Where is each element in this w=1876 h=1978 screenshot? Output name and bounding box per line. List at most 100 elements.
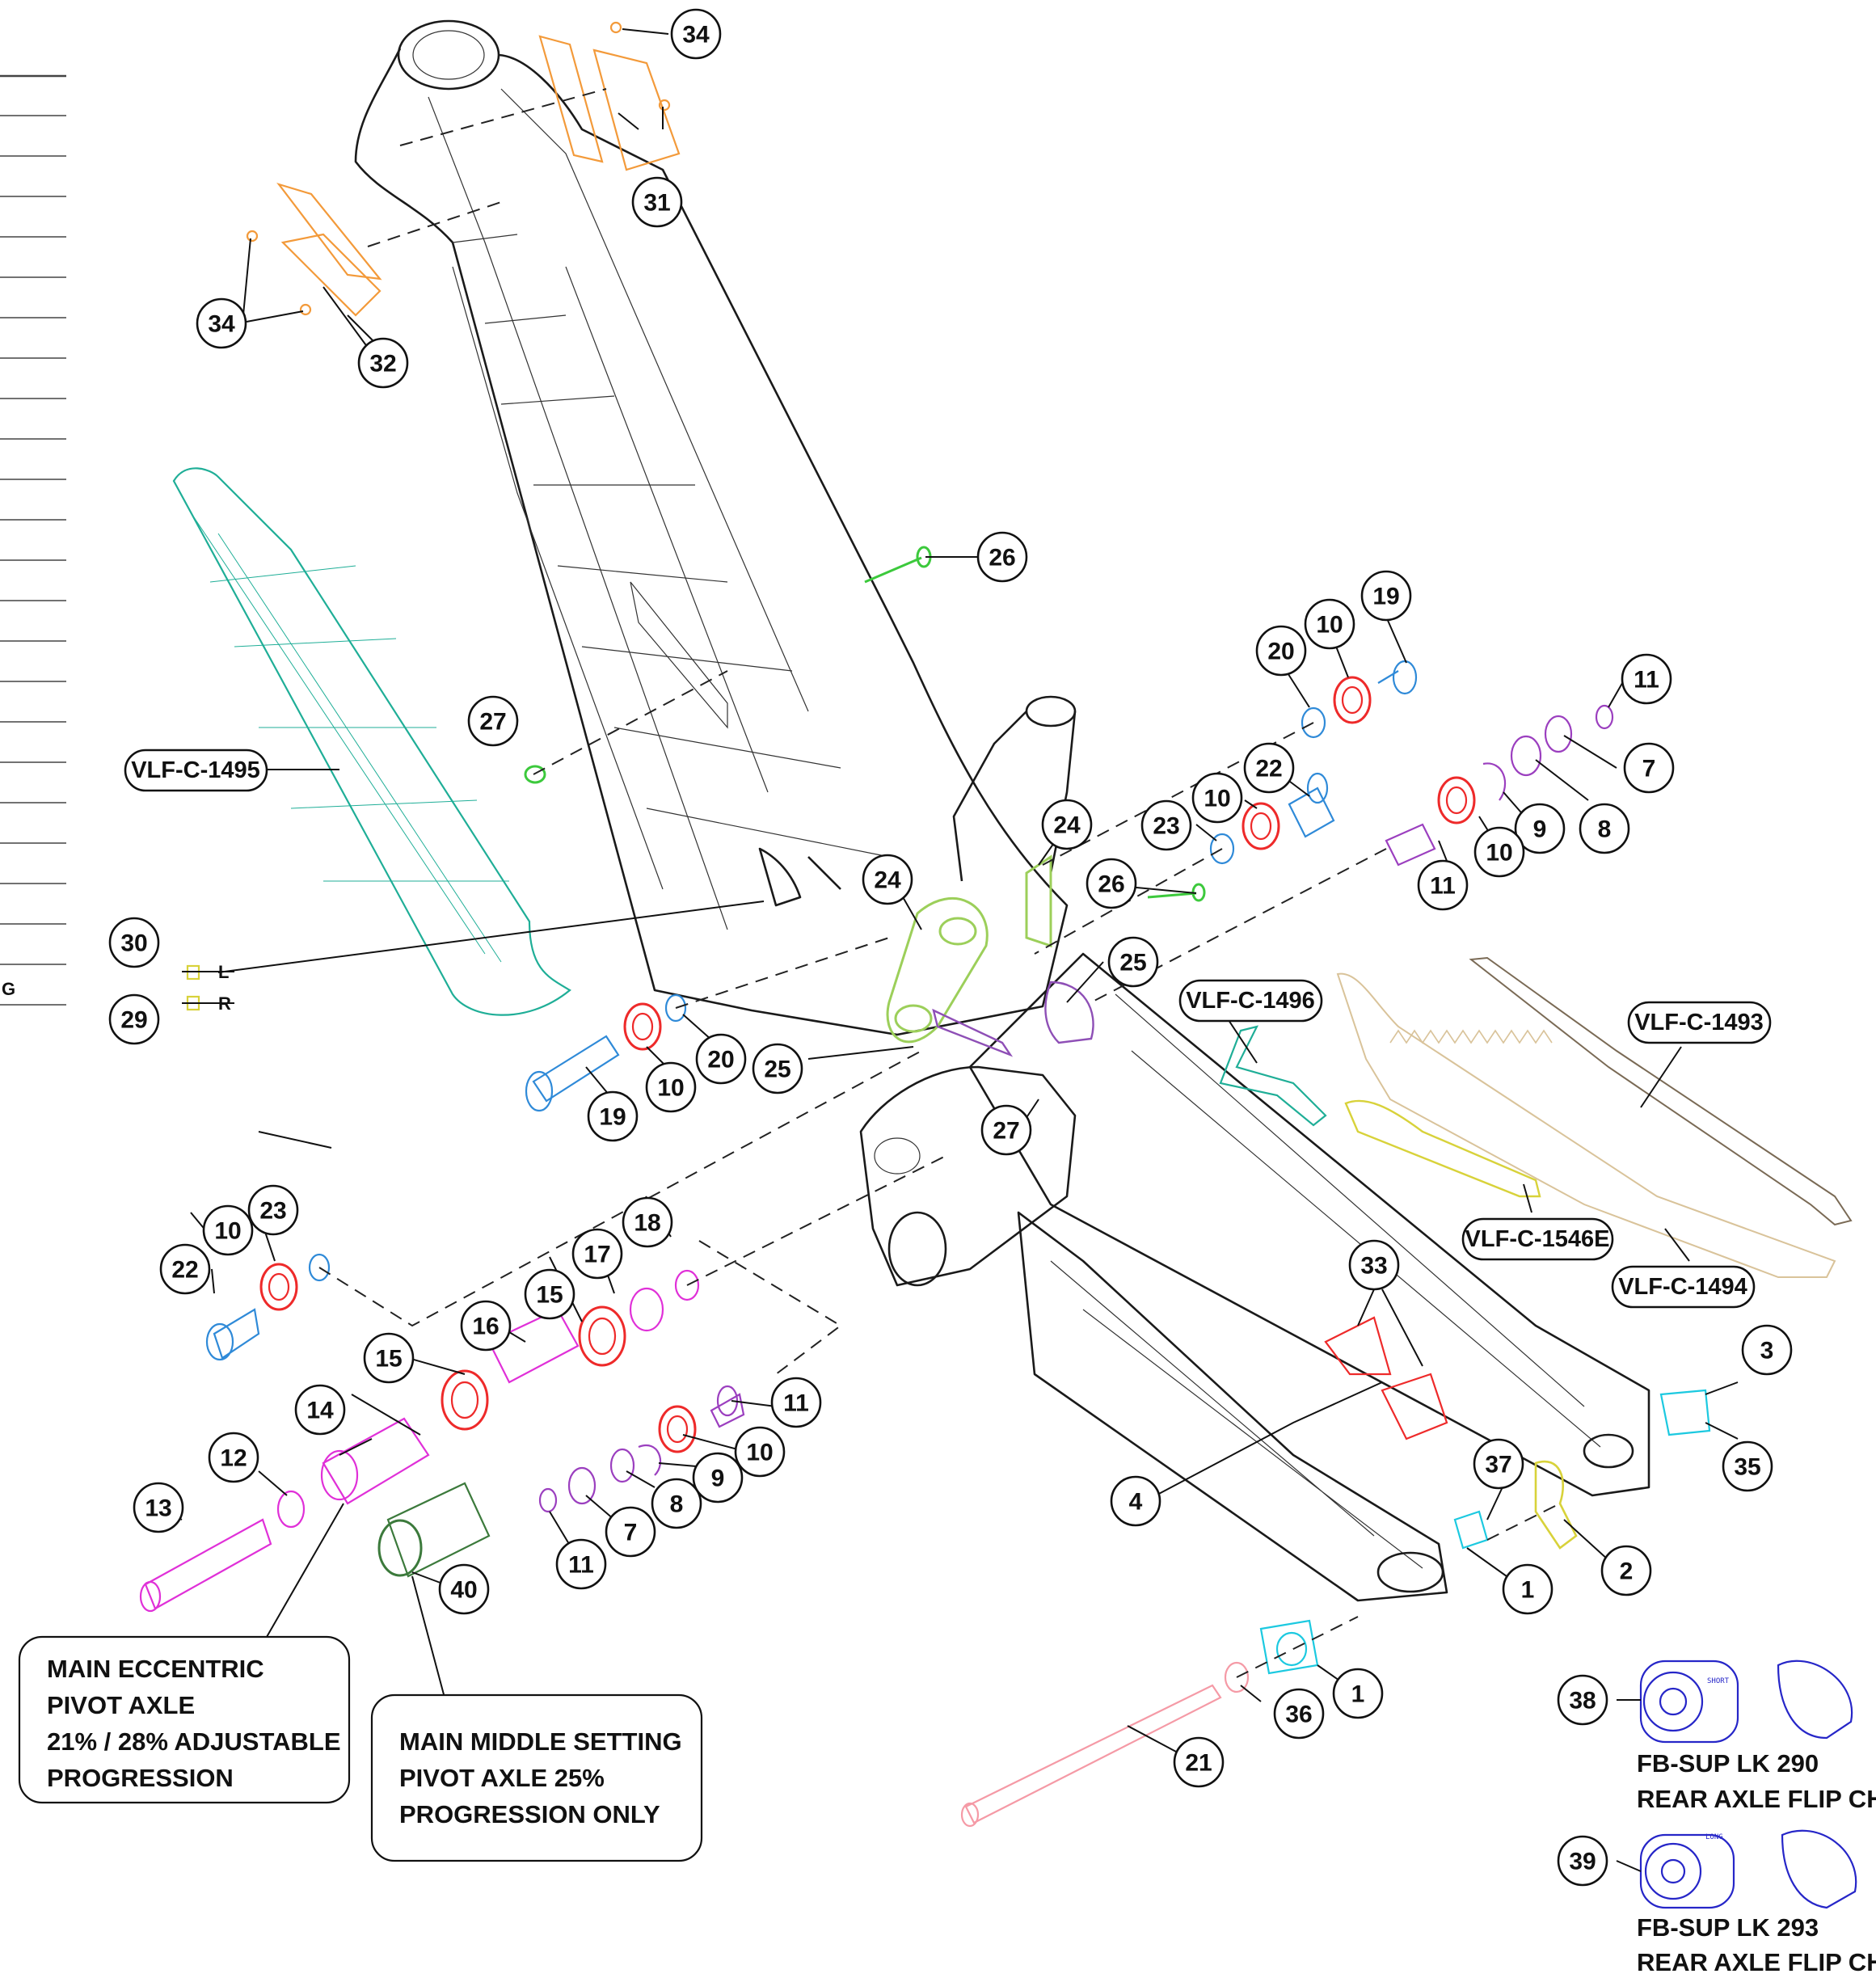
callout-37: 37 bbox=[1473, 1438, 1524, 1490]
callout-number: 8 bbox=[670, 1491, 684, 1518]
callout-number: 10 bbox=[1486, 840, 1512, 867]
callout-number: 27 bbox=[479, 709, 506, 736]
flip-chip-nds-code: FB-SUP LK 290 bbox=[1637, 1749, 1819, 1778]
callout-number: 25 bbox=[764, 1056, 790, 1083]
callout-number: 19 bbox=[1372, 584, 1399, 610]
callout-10: 10 bbox=[1304, 598, 1355, 650]
callout-number: 24 bbox=[874, 867, 901, 894]
callout-8: 8 bbox=[651, 1478, 702, 1529]
callout-26: 26 bbox=[976, 531, 1028, 583]
callout-11: 11 bbox=[1417, 859, 1469, 911]
callout-number: 18 bbox=[634, 1210, 660, 1237]
dropout-33 bbox=[1324, 1316, 1448, 1440]
callout-number: 10 bbox=[1204, 786, 1230, 812]
callout-15: 15 bbox=[363, 1332, 415, 1384]
flip-chip-long-mark: LONG bbox=[1705, 1833, 1723, 1841]
dropout-hardware-cyan bbox=[1259, 1389, 1711, 1675]
callout-number: 39 bbox=[1569, 1849, 1596, 1875]
label-vlf-1493: VLF-C-1493 bbox=[1634, 1010, 1764, 1035]
callout-25: 25 bbox=[752, 1043, 803, 1094]
callout-24: 24 bbox=[862, 854, 913, 905]
callout-number: 9 bbox=[1533, 816, 1547, 843]
downtube-guard bbox=[172, 467, 571, 1016]
callout-24: 24 bbox=[1041, 799, 1093, 850]
callout-number: 34 bbox=[682, 22, 710, 49]
callout-17: 17 bbox=[571, 1228, 623, 1280]
callout-38: 38 bbox=[1557, 1674, 1608, 1726]
callout-26: 26 bbox=[1086, 858, 1137, 909]
label-vlf-1546e: VLF-C-1546E bbox=[1465, 1226, 1610, 1252]
callout-number: 20 bbox=[1267, 639, 1294, 665]
callout-10: 10 bbox=[202, 1204, 254, 1256]
callout-11: 11 bbox=[1621, 653, 1672, 705]
callout-number: 23 bbox=[259, 1198, 286, 1225]
callout-10: 10 bbox=[1191, 772, 1243, 824]
callout-number: 25 bbox=[1119, 950, 1146, 976]
callout-number: 10 bbox=[214, 1218, 241, 1245]
label-vlf-1494: VLF-C-1494 bbox=[1618, 1274, 1747, 1300]
callout-number: 1 bbox=[1521, 1577, 1535, 1604]
flip-chip-ds-name: REAR AXLE FLIP CHIP DS bbox=[1637, 1948, 1876, 1976]
callout-22: 22 bbox=[1243, 742, 1295, 794]
cable-plate-32 bbox=[246, 182, 382, 317]
note-middle: MAIN MIDDLE SETTING PIVOT AXLE 25% PROGR… bbox=[370, 1693, 703, 1862]
link-25 bbox=[932, 981, 1094, 1057]
callout-number: 22 bbox=[171, 1257, 198, 1284]
callout-number: 1 bbox=[1351, 1681, 1365, 1708]
callout-21: 21 bbox=[1173, 1736, 1225, 1788]
callout-number: 35 bbox=[1734, 1454, 1760, 1481]
callout-39: 39 bbox=[1557, 1835, 1608, 1887]
callout-number: 20 bbox=[707, 1047, 734, 1073]
callout-10: 10 bbox=[1473, 826, 1525, 878]
callout-7: 7 bbox=[1623, 742, 1675, 794]
cable-plate-31 bbox=[538, 21, 681, 171]
callout-20: 20 bbox=[1255, 625, 1307, 677]
callout-number: 3 bbox=[1760, 1338, 1774, 1364]
callout-25: 25 bbox=[1107, 936, 1159, 988]
callout-number: 24 bbox=[1053, 812, 1081, 839]
callout-32: 32 bbox=[357, 337, 409, 389]
chainstay-insert-1546e bbox=[1344, 1099, 1541, 1198]
callout-10: 10 bbox=[645, 1061, 697, 1113]
callout-number: 26 bbox=[989, 545, 1015, 571]
callout-27: 27 bbox=[467, 695, 519, 747]
leader-lines bbox=[153, 28, 1739, 1872]
callout-29: 29 bbox=[108, 993, 160, 1045]
callout-number: 9 bbox=[711, 1466, 725, 1492]
callout-9: 9 bbox=[692, 1452, 744, 1504]
nut-27 bbox=[524, 765, 546, 784]
note-middle-line-1: MAIN MIDDLE SETTING bbox=[399, 1727, 682, 1756]
callout-3: 3 bbox=[1741, 1324, 1793, 1376]
callout-number: 17 bbox=[584, 1242, 610, 1268]
callout-number: 4 bbox=[1129, 1489, 1143, 1516]
callout-14: 14 bbox=[294, 1384, 346, 1436]
flip-chip-nds-name: REAR AXLE FLIP CHIP NDS bbox=[1637, 1785, 1876, 1813]
main-frame bbox=[354, 19, 1650, 1602]
flip-chip-short-mark: SHORT bbox=[1707, 1677, 1730, 1685]
callout-27: 27 bbox=[980, 1104, 1032, 1156]
callout-40: 40 bbox=[438, 1563, 490, 1615]
pill-vlf-1496: VLF-C-1496 bbox=[1178, 979, 1323, 1023]
pill-vlf-1495: VLF-C-1495 bbox=[124, 749, 268, 792]
callout-16: 16 bbox=[460, 1300, 512, 1352]
callout-number: 30 bbox=[120, 930, 147, 957]
cable-guide-1496 bbox=[1219, 1025, 1327, 1127]
callout-31: 31 bbox=[631, 176, 683, 228]
callout-number: 40 bbox=[450, 1577, 477, 1604]
flip-chip-ds-code: FB-SUP LK 293 bbox=[1637, 1913, 1819, 1942]
pill-vlf-1494: VLF-C-1494 bbox=[1611, 1265, 1756, 1309]
callout-7: 7 bbox=[605, 1506, 656, 1558]
callout-8: 8 bbox=[1579, 803, 1630, 854]
right-mark: R bbox=[218, 993, 231, 1014]
callout-number: 23 bbox=[1153, 813, 1179, 840]
callout-number: 2 bbox=[1620, 1558, 1634, 1585]
callout-number: 36 bbox=[1285, 1702, 1312, 1728]
callout-number: 21 bbox=[1185, 1750, 1212, 1777]
note-eccentric-line-4: PROGRESSION bbox=[47, 1764, 234, 1792]
callout-number: 12 bbox=[220, 1445, 247, 1472]
callout-22: 22 bbox=[159, 1243, 211, 1295]
flip-chip-ds bbox=[1639, 1829, 1857, 1909]
callout-number: 37 bbox=[1485, 1452, 1511, 1478]
